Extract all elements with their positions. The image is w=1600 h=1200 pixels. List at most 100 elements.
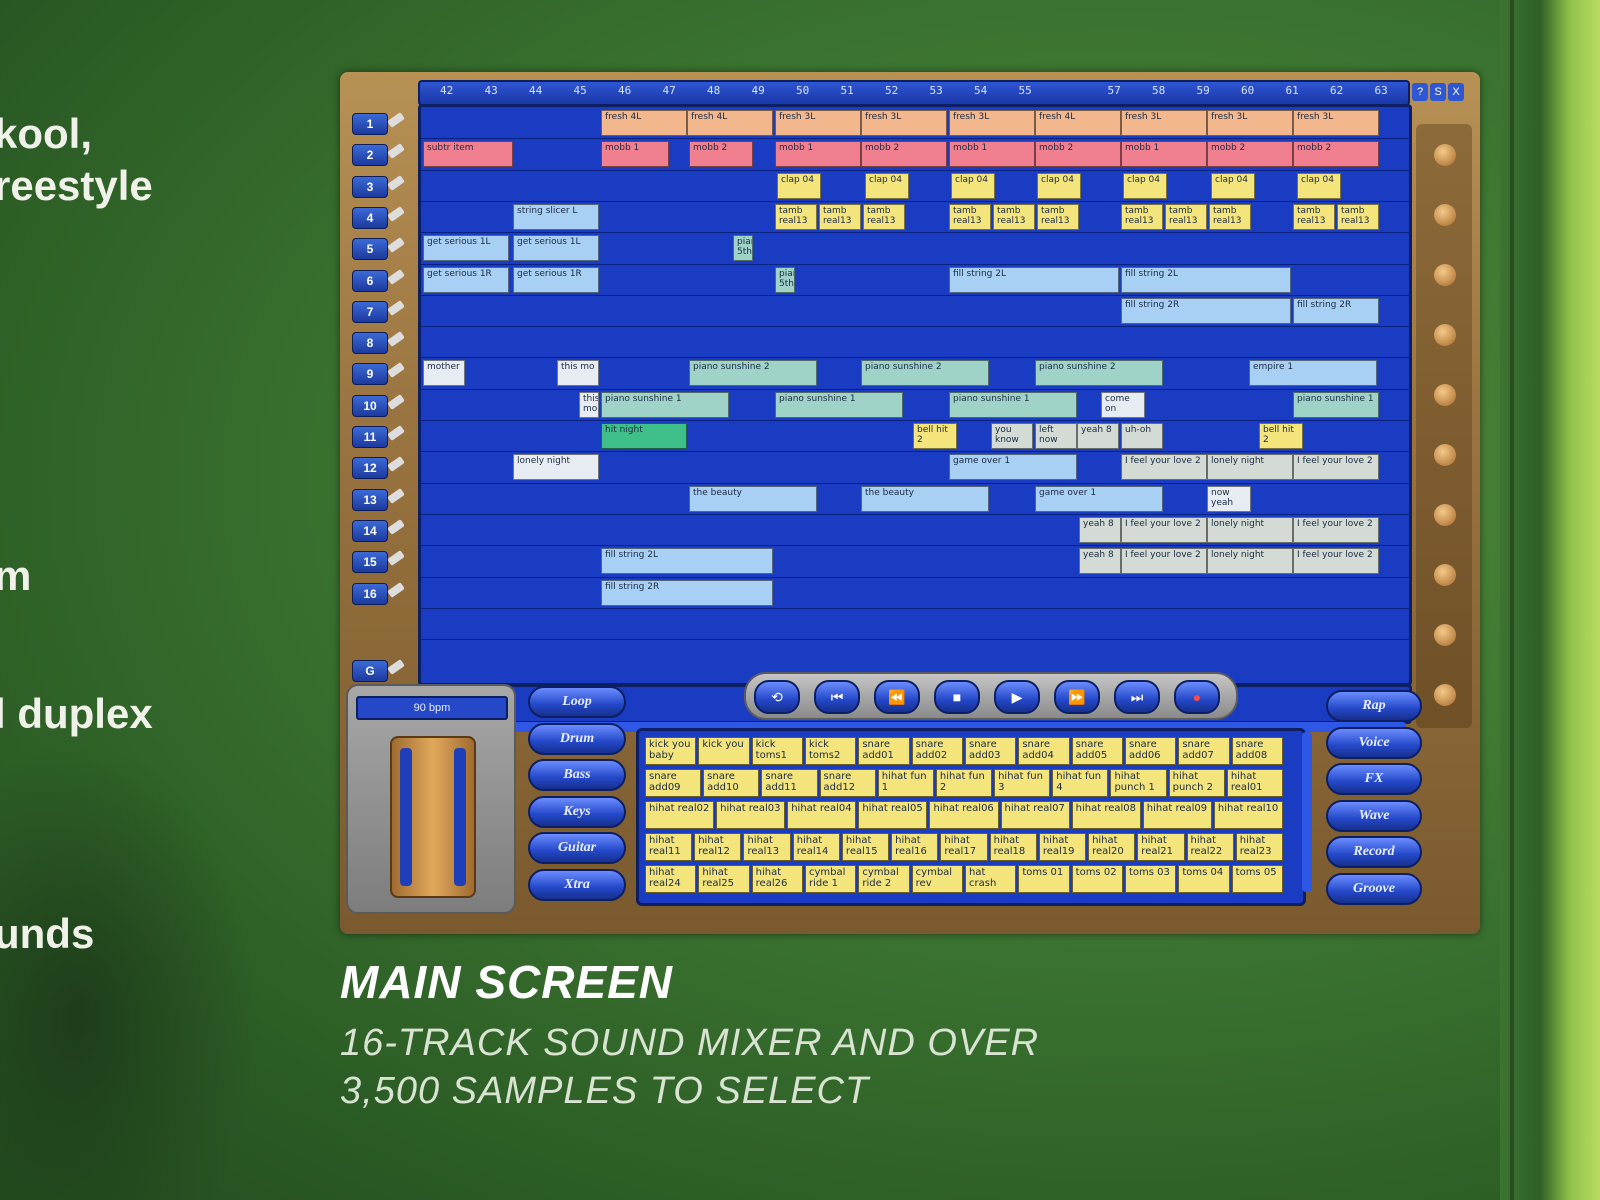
- track-clip[interactable]: I feel your love 2: [1121, 516, 1207, 543]
- track-clip[interactable]: I feel your love 2: [1293, 548, 1379, 575]
- sample-item[interactable]: hihat real01: [1226, 769, 1283, 797]
- track-header[interactable]: 15: [344, 548, 408, 574]
- sample-item[interactable]: hihat real09: [1142, 801, 1212, 829]
- pencil-icon[interactable]: [387, 299, 405, 316]
- track-clip[interactable]: clap 04: [1123, 172, 1167, 199]
- track-number[interactable]: 2: [352, 144, 388, 167]
- track-clip[interactable]: now yeah: [1207, 485, 1251, 512]
- track-clip[interactable]: fresh 4L: [687, 110, 773, 136]
- sample-item[interactable]: toms 01: [1018, 865, 1070, 893]
- pencil-icon[interactable]: [387, 174, 405, 191]
- track-clip[interactable]: game over 1: [1035, 485, 1163, 512]
- track-clip[interactable]: mobb 1: [949, 141, 1035, 168]
- sample-item[interactable]: hihat real20: [1088, 833, 1136, 861]
- track-clip[interactable]: fill string 2R: [1293, 297, 1379, 324]
- sample-item[interactable]: cymbal rev: [911, 865, 963, 893]
- track-clip[interactable]: clap 04: [1211, 172, 1255, 199]
- pencil-icon[interactable]: [387, 519, 405, 535]
- sample-item[interactable]: kick toms2: [805, 737, 857, 765]
- track-clip[interactable]: I feel your love 2: [1293, 454, 1379, 481]
- track-clip[interactable]: clap 04: [1297, 172, 1341, 199]
- sample-item[interactable]: hihat punch 2: [1168, 769, 1225, 797]
- category-button-keys[interactable]: Keys: [528, 795, 626, 828]
- sample-item[interactable]: hihat fun 4: [1052, 769, 1109, 797]
- track-clip[interactable]: lonely night: [513, 454, 599, 481]
- track-clip[interactable]: fill string 2R: [601, 579, 773, 606]
- track-clip[interactable]: mother: [423, 360, 465, 387]
- track-clip[interactable]: the beauty: [861, 485, 989, 512]
- track-clip[interactable]: tamb real13: [775, 203, 817, 230]
- hand-icon[interactable]: [1434, 444, 1456, 466]
- sample-item[interactable]: snare add03: [965, 737, 1017, 765]
- track-clip[interactable]: lonely night: [1207, 516, 1293, 543]
- track-number[interactable]: 4: [352, 206, 388, 229]
- sample-item[interactable]: hat crash: [965, 865, 1017, 893]
- track-clip[interactable]: fill string 2L: [949, 266, 1119, 293]
- track-header[interactable]: 8: [344, 329, 408, 355]
- track-clip[interactable]: tamb real13: [993, 203, 1035, 230]
- track-header[interactable]: 14: [344, 517, 408, 543]
- sample-item[interactable]: hihat real12: [694, 833, 742, 861]
- side-button-rap[interactable]: Rap: [1326, 690, 1422, 722]
- track-clip[interactable]: tamb real13: [1037, 203, 1079, 230]
- category-button-guitar[interactable]: Guitar: [528, 832, 626, 864]
- track-header[interactable]: 2: [344, 141, 408, 167]
- track-clip[interactable]: get serious 1L: [423, 235, 509, 262]
- track-number[interactable]: 14: [352, 519, 388, 542]
- track-number[interactable]: 11: [352, 426, 388, 448]
- track-header[interactable]: 10: [344, 392, 408, 418]
- sample-item[interactable]: cymbal ride 2: [858, 865, 910, 893]
- pencil-icon[interactable]: [387, 331, 405, 347]
- track-clip[interactable]: tamb real13: [1293, 203, 1335, 230]
- start-button[interactable]: ⏮: [814, 680, 860, 714]
- sample-item[interactable]: hihat real22: [1186, 833, 1234, 861]
- track-clip[interactable]: uh-oh: [1121, 423, 1163, 449]
- track-clip[interactable]: empire 1: [1249, 360, 1377, 387]
- sample-scrollbar[interactable]: [1302, 732, 1312, 892]
- track-clip[interactable]: fresh 4L: [601, 110, 687, 136]
- track-clip[interactable]: mobb 1: [1121, 141, 1207, 168]
- track-clip[interactable]: mobb 2: [1035, 141, 1121, 168]
- track-clip[interactable]: this mo: [557, 360, 599, 387]
- track-clip[interactable]: clap 04: [777, 172, 821, 199]
- track-header[interactable]: 3: [344, 173, 408, 199]
- track-header[interactable]: 13: [344, 486, 408, 512]
- category-button-loop[interactable]: Loop: [528, 686, 626, 718]
- track-clip[interactable]: clap 04: [865, 172, 909, 199]
- rewind-button[interactable]: ⏪: [874, 680, 920, 714]
- track-clip[interactable]: tamb real13: [819, 203, 861, 230]
- track-clip[interactable]: left now: [1035, 423, 1077, 449]
- sample-item[interactable]: hihat real08: [1071, 801, 1141, 829]
- sample-item[interactable]: snare add06: [1125, 737, 1177, 765]
- track-clip[interactable]: get serious 1L: [513, 235, 599, 262]
- sample-item[interactable]: hihat real11: [645, 833, 693, 861]
- track-clip[interactable]: get serious 1R: [513, 266, 599, 293]
- side-button-voice[interactable]: Voice: [1326, 726, 1422, 759]
- track-clip[interactable]: I feel your love 2: [1121, 454, 1207, 481]
- track-header[interactable]: G: [344, 657, 408, 683]
- sample-item[interactable]: toms 05: [1231, 865, 1283, 893]
- help-button[interactable]: S: [1430, 83, 1446, 101]
- sample-item[interactable]: hihat real10: [1213, 801, 1283, 829]
- sample-item[interactable]: hihat real26: [751, 865, 803, 893]
- track-clip[interactable]: game over 1: [949, 454, 1077, 481]
- track-number[interactable]: G: [352, 660, 388, 682]
- track-clip[interactable]: mobb 2: [689, 141, 753, 168]
- pencil-icon[interactable]: [387, 456, 405, 473]
- track-clip[interactable]: fresh 3L: [1293, 110, 1379, 136]
- track-clip[interactable]: piano sunshine 1: [601, 391, 729, 418]
- track-clip[interactable]: tamb real13: [1209, 203, 1251, 230]
- track-header[interactable]: 9: [344, 360, 408, 386]
- sample-item[interactable]: snare add04: [1018, 737, 1070, 765]
- pencil-icon[interactable]: [387, 237, 405, 254]
- sample-item[interactable]: hihat real21: [1137, 833, 1185, 861]
- track-header[interactable]: 16: [344, 580, 408, 606]
- sample-item[interactable]: hihat real13: [743, 833, 791, 861]
- track-header[interactable]: 7: [344, 298, 408, 324]
- sample-item[interactable]: hihat real18: [989, 833, 1037, 861]
- sample-item[interactable]: hihat real02: [645, 801, 715, 829]
- side-button-groove[interactable]: Groove: [1326, 872, 1422, 905]
- sample-item[interactable]: kick you: [698, 737, 750, 765]
- sample-item[interactable]: kick you baby: [645, 737, 697, 765]
